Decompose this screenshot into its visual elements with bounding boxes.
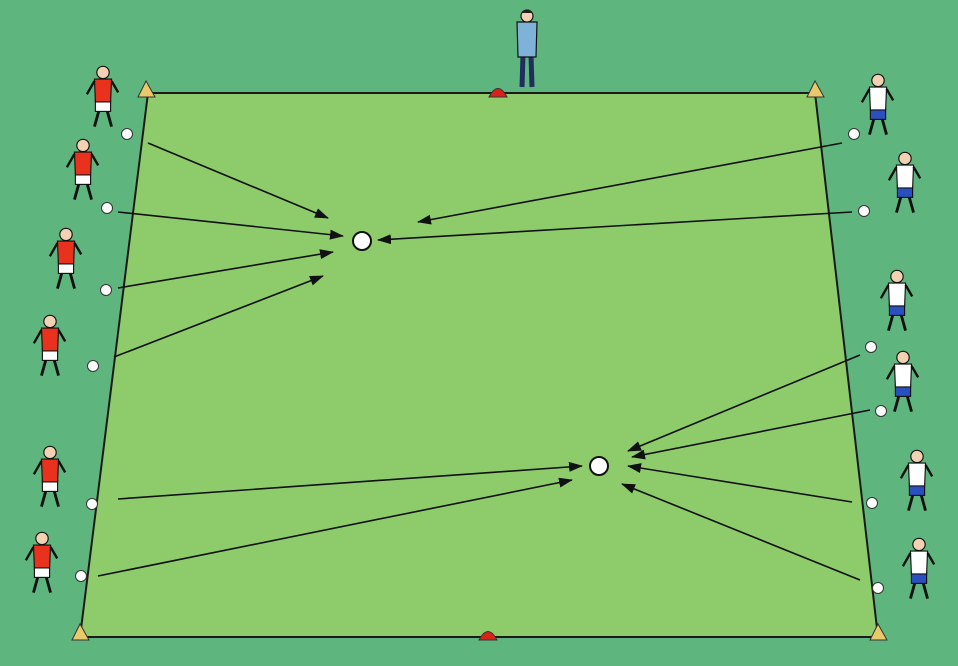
- pass-arrow: [117, 211, 344, 240]
- player-figure: [887, 151, 922, 213]
- player-figure: [32, 445, 67, 507]
- red-team: [24, 65, 120, 593]
- pass-arrow: [631, 409, 871, 460]
- player-figure: [899, 449, 934, 511]
- soccer-ball-icon: [100, 284, 112, 296]
- soccer-ball-icon: [875, 405, 887, 417]
- coach-figure: [516, 9, 538, 88]
- pass-arrow: [627, 354, 861, 452]
- player-figure: [879, 269, 914, 331]
- soccer-ball-icon: [858, 205, 870, 217]
- halfway-cone-top: [488, 88, 508, 98]
- target-balls: [352, 231, 609, 476]
- soccer-ball-icon: [589, 456, 609, 476]
- halfway-cones: [478, 88, 508, 641]
- corner-cone-top-right: [806, 79, 825, 98]
- soccer-ball-icon: [87, 360, 99, 372]
- player-figure: [32, 314, 67, 376]
- pass-arrow: [377, 211, 853, 245]
- pass-arrow: [117, 461, 583, 500]
- pass-arrow: [417, 142, 843, 225]
- soccer-ball-icon: [866, 497, 878, 509]
- pass-arrow: [113, 275, 324, 358]
- pass-arrow: [97, 477, 573, 577]
- pass-arrow: [621, 483, 861, 581]
- player-figure: [24, 531, 59, 593]
- soccer-ball-icon: [872, 582, 884, 594]
- player-figure: [48, 227, 83, 289]
- corner-cone-bottom-right: [869, 622, 888, 641]
- pass-arrows: [97, 142, 871, 581]
- soccer-ball-icon: [75, 570, 87, 582]
- soccer-ball-icon: [101, 202, 113, 214]
- soccer-ball-icon: [121, 128, 133, 140]
- soccer-ball-icon: [848, 128, 860, 140]
- white-team: [860, 73, 936, 599]
- corner-cones: [71, 79, 888, 641]
- pass-arrow: [147, 142, 329, 219]
- soccer-ball-icon: [86, 498, 98, 510]
- soccer-ball-icon: [352, 231, 372, 251]
- player-figure: [85, 65, 120, 127]
- pass-arrow: [117, 249, 334, 289]
- player-figure: [885, 350, 920, 412]
- halfway-cone-bottom: [478, 631, 498, 641]
- corner-cone-top-left: [137, 79, 156, 98]
- player-figure: [860, 73, 895, 135]
- pass-arrow: [627, 463, 853, 503]
- player-figure: [901, 537, 936, 599]
- player-balls: [75, 128, 887, 594]
- player-figure: [65, 138, 100, 200]
- corner-cone-bottom-left: [71, 622, 90, 641]
- soccer-ball-icon: [865, 341, 877, 353]
